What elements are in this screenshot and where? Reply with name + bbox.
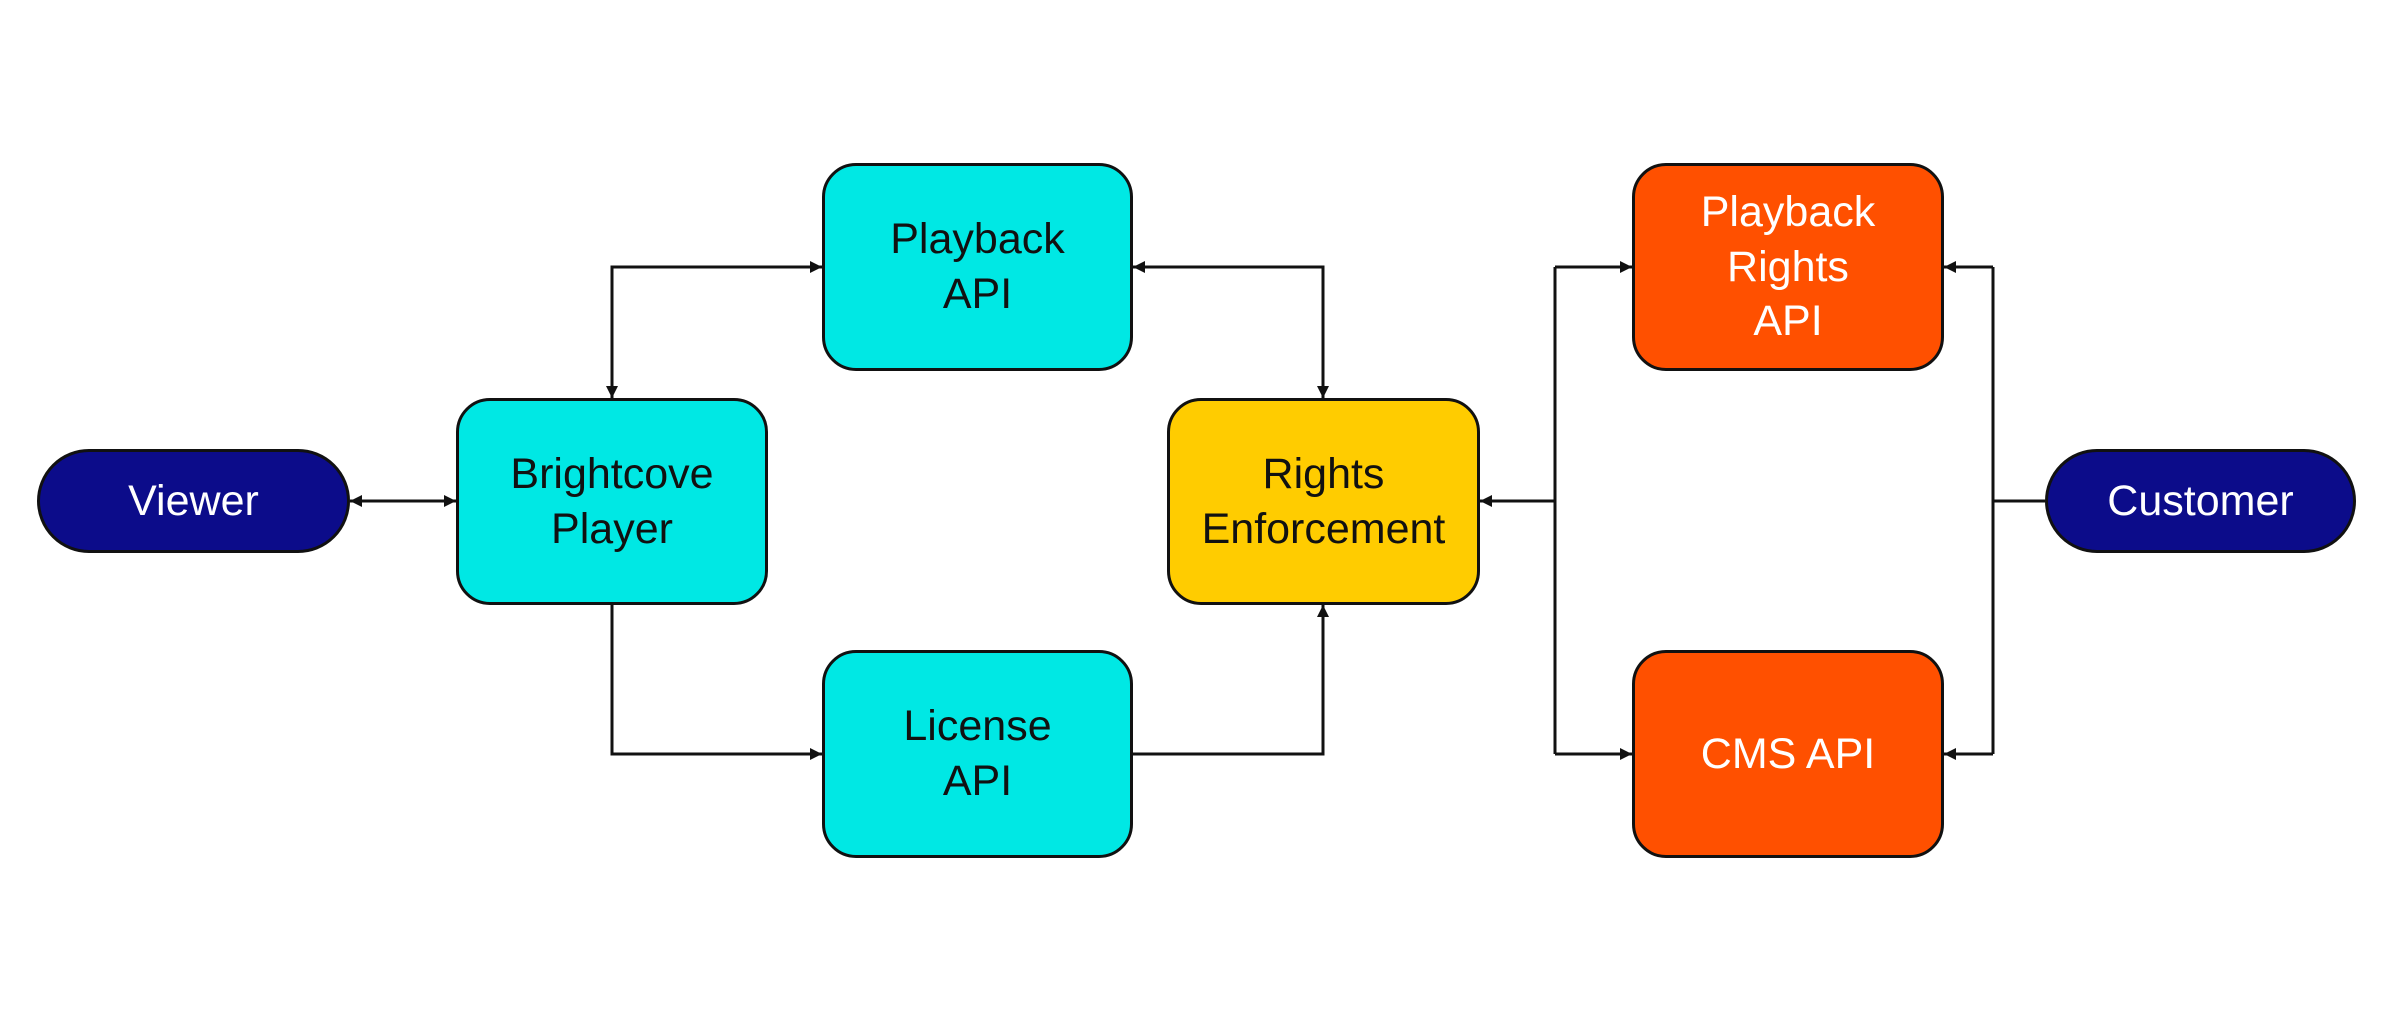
edge-license-api-rights	[1133, 605, 1329, 756]
node-brightcove-player-label: Brightcove Player	[510, 449, 714, 553]
node-license-api-label: License API	[903, 702, 1052, 805]
node-rights-enforcement: Rights Enforcement	[1167, 398, 1480, 605]
node-brightcove-player: Brightcove Player	[456, 398, 768, 605]
edge-player-playback-api	[606, 261, 822, 398]
node-cms-api: CMS API	[1632, 650, 1944, 858]
node-playback-rights-api-label: Playback Rights API	[1700, 188, 1876, 346]
node-playback-api: Playback API	[822, 163, 1133, 371]
node-rights-enforcement-label: Rights Enforcement	[1201, 449, 1446, 553]
node-playback-api-label: Playback API	[890, 215, 1065, 318]
edge-player-license-api	[610, 605, 822, 760]
node-cms-api-label: CMS API	[1700, 729, 1876, 778]
node-viewer: Viewer	[37, 449, 350, 553]
edge-playback-api-rights	[1133, 261, 1329, 398]
node-license-api: License API	[822, 650, 1133, 858]
node-customer: Customer	[2045, 449, 2356, 553]
node-playback-rights-api: Playback Rights API	[1632, 163, 1944, 371]
node-customer-label: Customer	[2107, 476, 2294, 525]
node-viewer-label: Viewer	[128, 476, 259, 525]
